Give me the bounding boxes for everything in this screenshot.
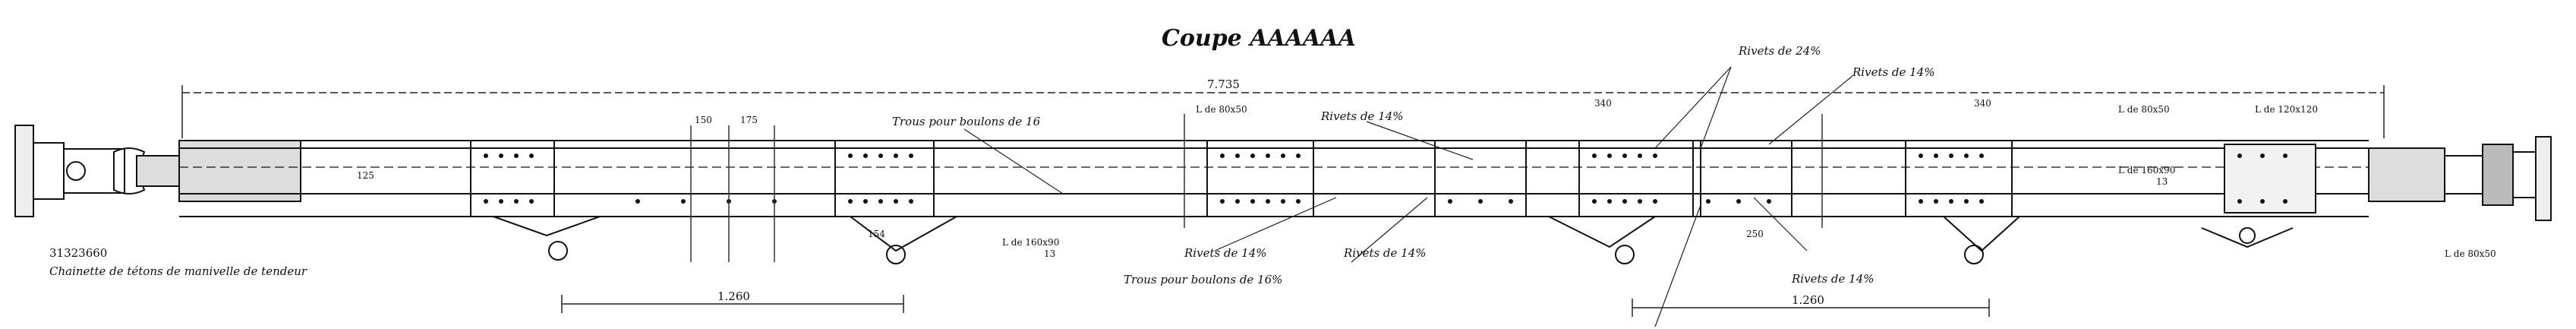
- note-trous-boulons-1: Trous pour boulons de 16: [892, 115, 1041, 128]
- drawing-title: Coupe AAAAAA: [1162, 25, 1356, 52]
- angle-160x90-right: L de 160x90: [2118, 165, 2175, 176]
- note-rivets-14-b: Rivets de 14%: [1343, 246, 1427, 260]
- angle-80x50-far: L de 80x50: [2445, 248, 2496, 259]
- angle-160x90-right-sub: 13: [2156, 176, 2168, 187]
- angle-160x90-left: L de 160x90: [1002, 237, 1059, 248]
- note-rivets-14-a: Rivets de 14%: [1184, 246, 1267, 260]
- rivet-row-bottom: [484, 199, 2288, 204]
- right-buffer: [2368, 136, 2552, 221]
- rivets: [484, 153, 2288, 204]
- angle-80x50: L de 80x50: [1196, 104, 1247, 115]
- leader-lines: [963, 66, 1853, 327]
- angle-120x120: L de 120x120: [2255, 104, 2318, 115]
- left-buffer: [14, 125, 301, 217]
- dim-340-a: 340: [1594, 98, 1612, 109]
- main-beam: [179, 140, 2369, 217]
- dim-250: 250: [1746, 229, 1764, 239]
- angle-80x50-right: L de 80x50: [2118, 104, 2170, 115]
- dim-150: 150: [695, 115, 712, 125]
- right-span-label: 1.260: [1792, 293, 1824, 307]
- section-ticks: [690, 114, 1823, 262]
- dim-154: 154: [868, 229, 885, 239]
- overall-dimension: [181, 85, 2385, 138]
- note-rivets-14-top: Rivets de 14%: [1852, 65, 1935, 79]
- dim-125: 125: [357, 170, 374, 181]
- note-rivets-14-mid: Rivets de 14%: [1320, 109, 1404, 123]
- overall-dimension-label: 7.735: [1207, 78, 1240, 91]
- reference-number: 31323660: [49, 246, 107, 260]
- dim-340-b: 340: [1974, 98, 1991, 109]
- dim-175: 175: [740, 115, 758, 125]
- cross-members: [470, 140, 2316, 217]
- note-rivets-14-c: Rivets de 14%: [1791, 272, 1874, 286]
- note-chainette: Chainette de tétons de manivelle de tend…: [49, 264, 307, 278]
- lower-dimensions: [561, 295, 1990, 317]
- angle-160x90-left-sub: 13: [1044, 248, 1055, 259]
- note-rivets-24: Rivets de 24%: [1738, 44, 1821, 58]
- lower-brackets: [493, 216, 2294, 264]
- rivet-row-top: [484, 153, 2288, 158]
- note-trous-boulons-2: Trous pour boulons de 16%: [1124, 273, 1282, 286]
- left-span-label: 1.260: [717, 289, 750, 303]
